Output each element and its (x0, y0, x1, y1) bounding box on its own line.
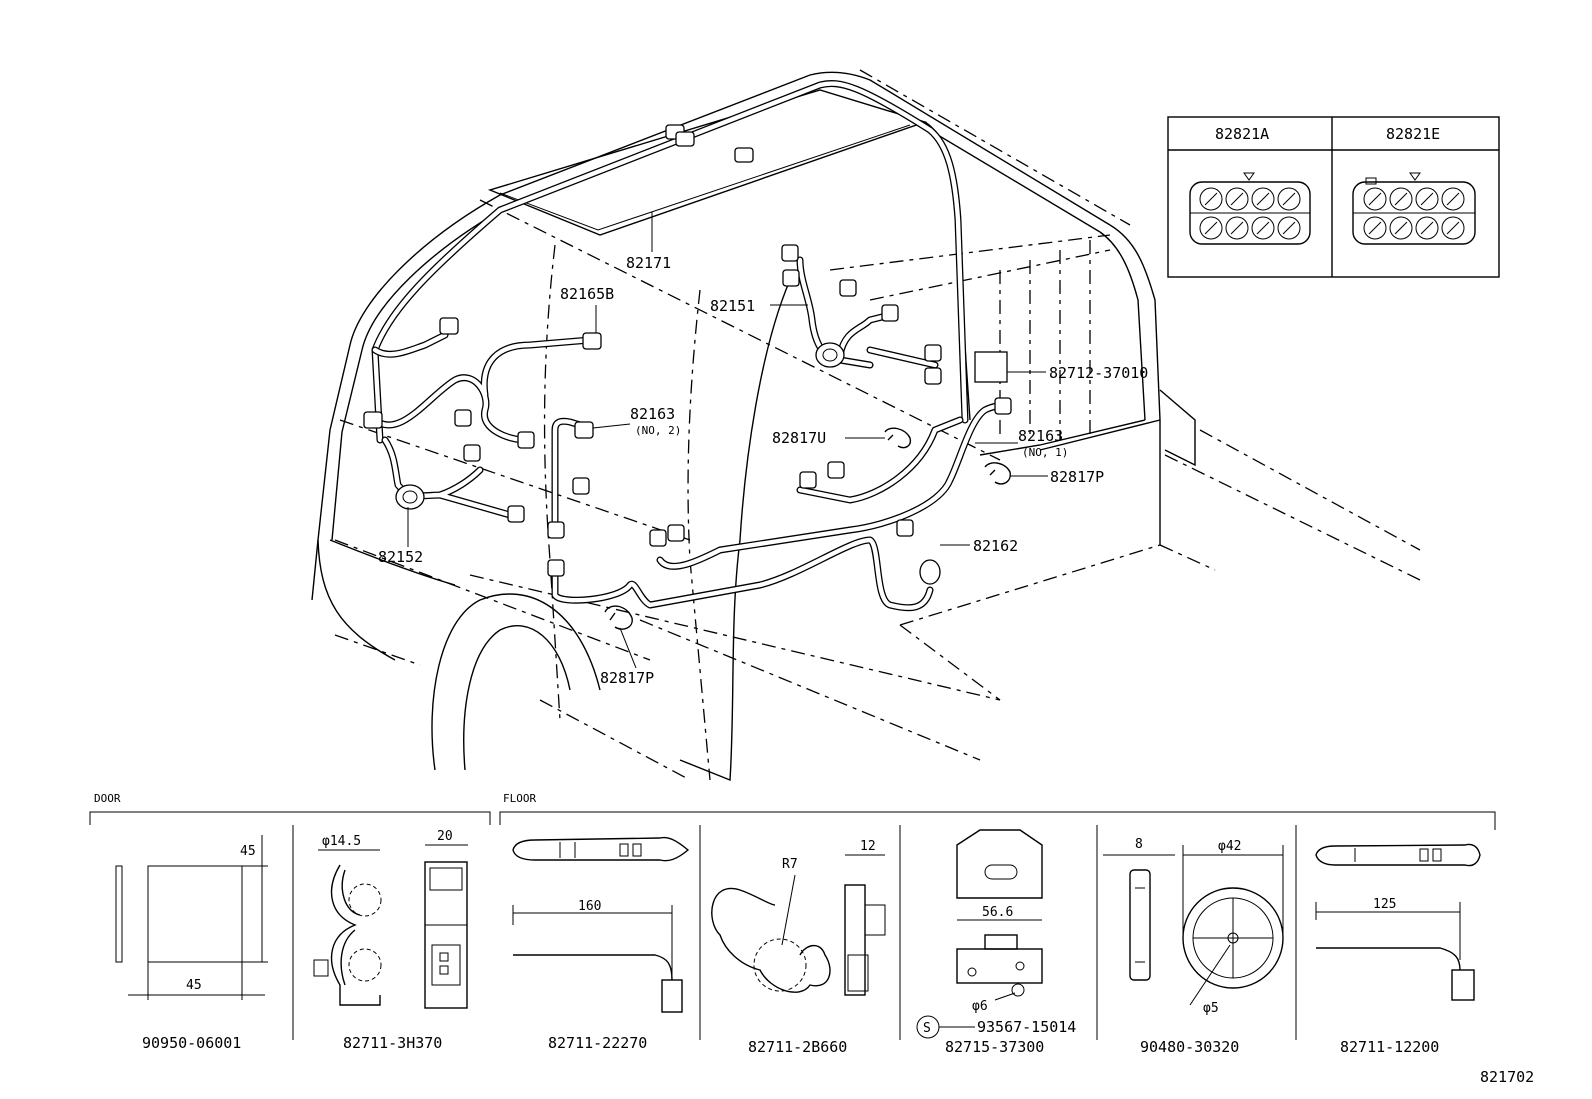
label-82712-37010: 82712-37010 (1049, 364, 1148, 382)
connectors (363, 124, 1012, 630)
dim-p5-w: 56.6 (982, 905, 1013, 920)
connector-table: 82821A 82821E (1167, 116, 1500, 278)
part-number-p4: 82711-2B660 (748, 1038, 847, 1056)
label-82817P-bottom: 82817P (600, 669, 654, 687)
label-82151: 82151 (710, 297, 755, 315)
part-82711-2B660: R7 12 82711-2B660 (711, 839, 886, 1056)
pin-cavity (1363, 187, 1387, 211)
dim-p5-hole: φ6 (972, 999, 988, 1014)
pin-slash (1230, 221, 1244, 235)
clamp-82817P-right (984, 462, 1011, 485)
pin-slash (1420, 192, 1434, 206)
part-82711-12200: 125 82711-12200 (1315, 843, 1481, 1056)
pin-cavity (1389, 187, 1413, 211)
label-82165B: 82165B (560, 285, 614, 303)
part-82711-22270: 160 82711-22270 (512, 836, 690, 1052)
vehicle-body-outline (311, 69, 1421, 782)
wire-harnesses (371, 80, 1009, 612)
pin-slash (1420, 221, 1434, 235)
pin-slash (1230, 192, 1244, 206)
label-82163-no2-note: (NO, 2) (635, 424, 681, 437)
pin-cavity (1363, 216, 1387, 240)
dim-p4-w: 12 (860, 839, 876, 854)
label-82163-no1: 82163 (1018, 427, 1063, 445)
pad-82712 (974, 351, 1008, 383)
part-number-p1: 90950-06001 (142, 1034, 241, 1052)
grommet-82152 (395, 484, 425, 510)
part-labels: 82171 82165B 82151 82163 (NO, 2) 82817U … (378, 254, 1148, 687)
pin-cavity (1441, 187, 1465, 211)
dim-p1-w: 45 (186, 978, 202, 993)
label-82817P-right: 82817P (1050, 468, 1104, 486)
pin-slash (1394, 192, 1408, 206)
pin-cavity (1199, 187, 1223, 211)
pin-slash (1204, 221, 1218, 235)
clamp-82817P-bottom (604, 605, 633, 630)
dim-p1-h: 45 (240, 844, 256, 859)
part-number-p2: 82711-3H370 (343, 1034, 442, 1052)
connector-table-col1: 82821A (1215, 125, 1269, 143)
grommet-82151 (815, 342, 845, 368)
part-82715-37300: 56.6 φ6 S 93567-15014 82715-37300 (916, 829, 1076, 1056)
pin-slash (1368, 221, 1382, 235)
label-82817U: 82817U (772, 429, 826, 447)
dim-p4-r: R7 (782, 857, 798, 872)
screw-number: 93567-15014 (977, 1018, 1076, 1036)
label-82152: 82152 (378, 548, 423, 566)
dim-p7-len: 125 (1373, 897, 1396, 912)
connector-face-82821A (1189, 172, 1311, 245)
screw-mark: S (923, 1021, 931, 1036)
connector-table-col2: 82821E (1386, 125, 1440, 143)
connector-face-82821E (1352, 172, 1476, 245)
part-number-p5: 82715-37300 (945, 1038, 1044, 1056)
pin-cavity (1389, 216, 1413, 240)
pin-slash (1256, 192, 1270, 206)
part-number-p7: 82711-12200 (1340, 1038, 1439, 1056)
leader-lines (407, 212, 1048, 669)
pin-slash (1256, 221, 1270, 235)
part-number-p3: 82711-22270 (548, 1034, 647, 1052)
pin-cavity (1277, 187, 1301, 211)
pin-cavity (1199, 216, 1223, 240)
label-82163-no2: 82163 (630, 405, 675, 423)
part-90480-30320: 8 φ42 φ5 90480-30320 (1103, 837, 1284, 1056)
pin-slash (1446, 221, 1460, 235)
pin-cavity (1415, 216, 1439, 240)
dim-p6-dia: φ42 (1218, 839, 1241, 854)
figure-id: 821702 (1480, 1068, 1534, 1086)
pin-slash (1282, 221, 1296, 235)
pin-slash (1446, 192, 1460, 206)
pin-cavity (1277, 216, 1301, 240)
part-82711-3H370: φ14.5 20 82711-3H370 (313, 829, 468, 1052)
pin-slash (1204, 192, 1218, 206)
section-door: DOOR (94, 792, 121, 805)
grommet-82162 (919, 559, 941, 585)
pin-cavity (1251, 216, 1275, 240)
pin-cavity (1225, 216, 1249, 240)
label-82163-no1-note: (NO, 1) (1022, 446, 1068, 459)
pin-cavity (1251, 187, 1275, 211)
pin-cavity (1415, 187, 1439, 211)
label-82162: 82162 (973, 537, 1018, 555)
pin-cavity (1225, 187, 1249, 211)
dim-p6-hole: φ5 (1203, 1001, 1219, 1016)
pin-slash (1394, 221, 1408, 235)
section-floor: FLOOR (503, 792, 536, 805)
dim-p3-len: 160 (578, 899, 601, 914)
label-82171: 82171 (626, 254, 671, 272)
part-90950-06001: 45 45 90950-06001 (115, 835, 268, 1052)
dim-p2-dia: φ14.5 (322, 834, 361, 849)
clamp-82817U (884, 427, 912, 449)
pin-slash (1368, 192, 1382, 206)
pin-cavity (1441, 216, 1465, 240)
parts-panel: DOOR FLOOR 45 45 90950-06001 φ14.5 (89, 792, 1496, 1056)
dim-p2-w: 20 (437, 829, 453, 844)
dim-p6-w: 8 (1135, 837, 1143, 852)
part-number-p6: 90480-30320 (1140, 1038, 1239, 1056)
pin-slash (1282, 192, 1296, 206)
